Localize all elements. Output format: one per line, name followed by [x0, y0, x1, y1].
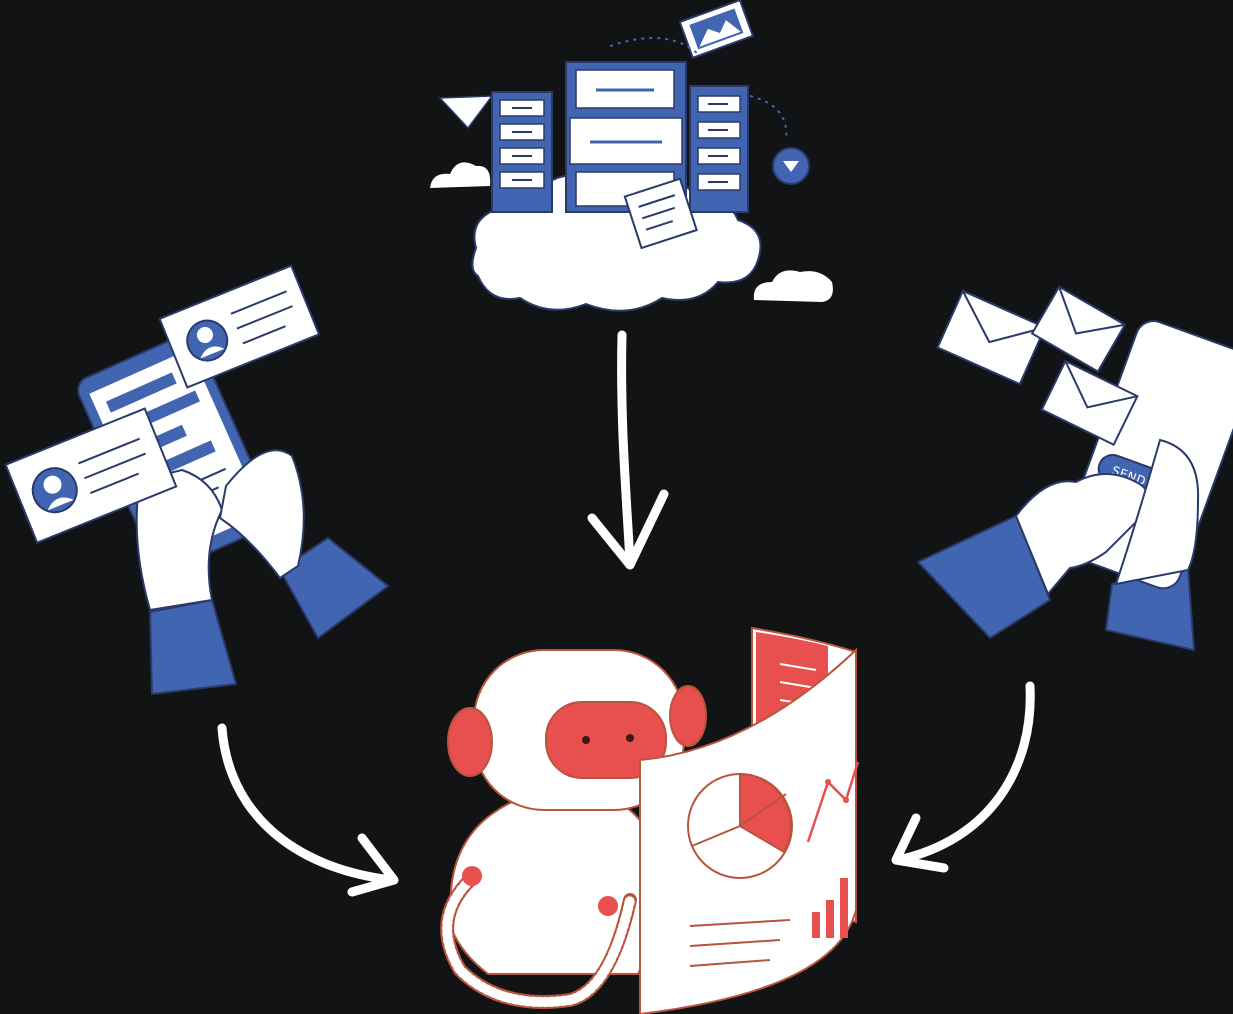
- robot-eye: [582, 736, 590, 744]
- hand-sending-emails-from-phone: SEND: [918, 287, 1233, 650]
- download-icon: [773, 148, 809, 184]
- profile-card-icon: [160, 266, 319, 388]
- pie-chart-icon: [688, 774, 792, 878]
- robot-body: [450, 789, 659, 974]
- cloud-icon: [754, 270, 833, 302]
- robot-with-analytics-report: [447, 628, 858, 1014]
- robot-eye: [626, 734, 634, 742]
- file-cabinet-icon: [690, 86, 748, 212]
- arrow-left-to-robot: [222, 728, 394, 892]
- left-sleeve: [150, 600, 236, 694]
- hands-holding-tablet-with-profile-cards: [6, 266, 388, 694]
- photo-icon: [680, 0, 753, 58]
- envelope-icon: [1032, 287, 1125, 372]
- file-cabinet-icon: [492, 92, 552, 212]
- cloud-file-storage: [430, 0, 833, 311]
- paper-plane-icon: [440, 96, 492, 128]
- arrow-top-to-robot: [592, 335, 664, 565]
- envelope-icon: [938, 291, 1045, 384]
- arrow-right-to-robot: [896, 686, 1030, 868]
- cloud-icon: [430, 162, 490, 188]
